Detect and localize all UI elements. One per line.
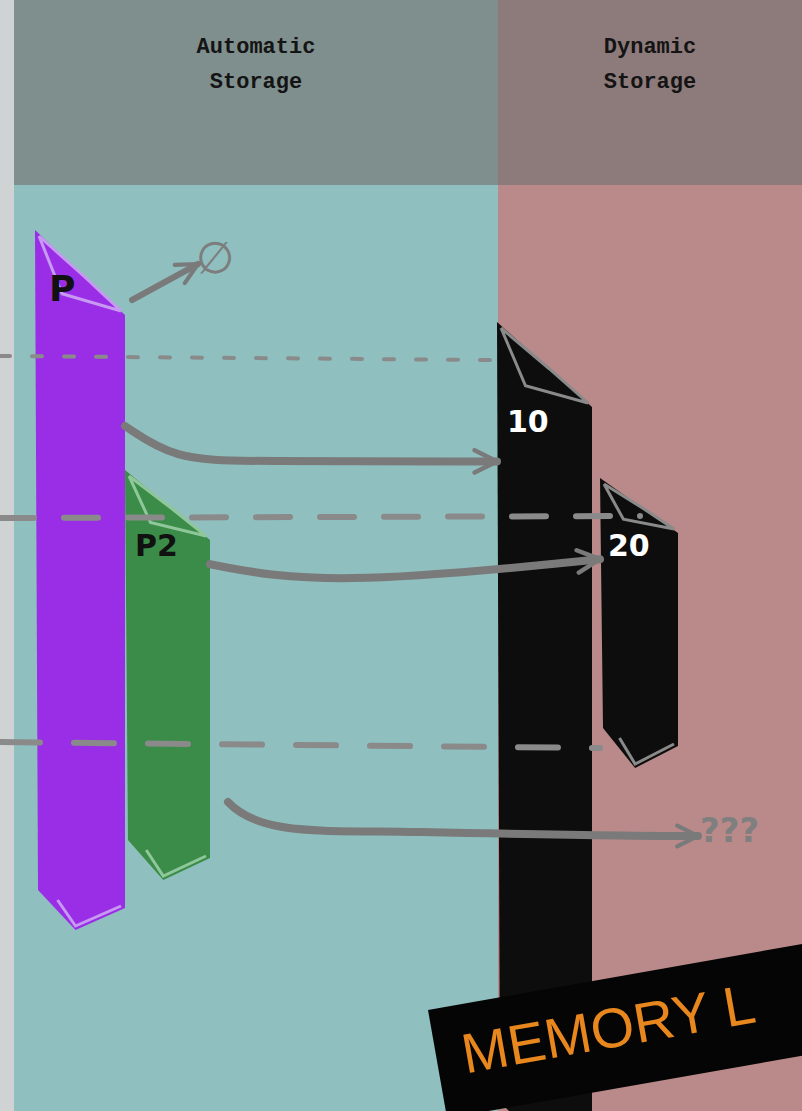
column-heading: Dynamic Storage xyxy=(498,30,802,100)
bar-bottom-face xyxy=(146,850,206,876)
pointer-variable: P2 xyxy=(125,470,210,880)
dangling-pointer-arrow xyxy=(228,802,698,836)
bar-top-face xyxy=(501,328,588,403)
dashed-guide xyxy=(0,356,490,360)
null-pointer-arrow xyxy=(132,264,198,300)
value-text: P2 xyxy=(135,528,205,563)
value-text: P xyxy=(49,268,109,309)
value-text: 10 xyxy=(507,404,577,439)
pointer-arrow xyxy=(210,559,600,578)
bar-top-face xyxy=(39,236,121,311)
bar-shape xyxy=(600,478,678,768)
bar-body xyxy=(600,478,678,768)
storage-header: Automatic Storage xyxy=(14,0,498,185)
storage-header: Dynamic Storage xyxy=(498,0,802,185)
dashed-guide xyxy=(0,516,640,518)
unknown-address: ??? xyxy=(700,810,759,850)
heap-block: 20 xyxy=(600,478,678,768)
bar-shape xyxy=(35,230,125,930)
bar-top-face xyxy=(604,484,674,529)
bar-top-face xyxy=(129,476,206,536)
bar-body xyxy=(35,230,125,930)
pointer-arrow xyxy=(125,426,497,461)
value-text: 20 xyxy=(608,528,672,563)
null-symbol: ∅ xyxy=(196,232,234,283)
pointer-variable: P xyxy=(35,230,125,930)
bar-bottom-face xyxy=(58,900,122,926)
bar-bottom-face xyxy=(620,738,675,764)
column-heading: Automatic Storage xyxy=(14,30,498,100)
dashed-guide xyxy=(0,742,600,748)
bar-body xyxy=(125,470,210,880)
